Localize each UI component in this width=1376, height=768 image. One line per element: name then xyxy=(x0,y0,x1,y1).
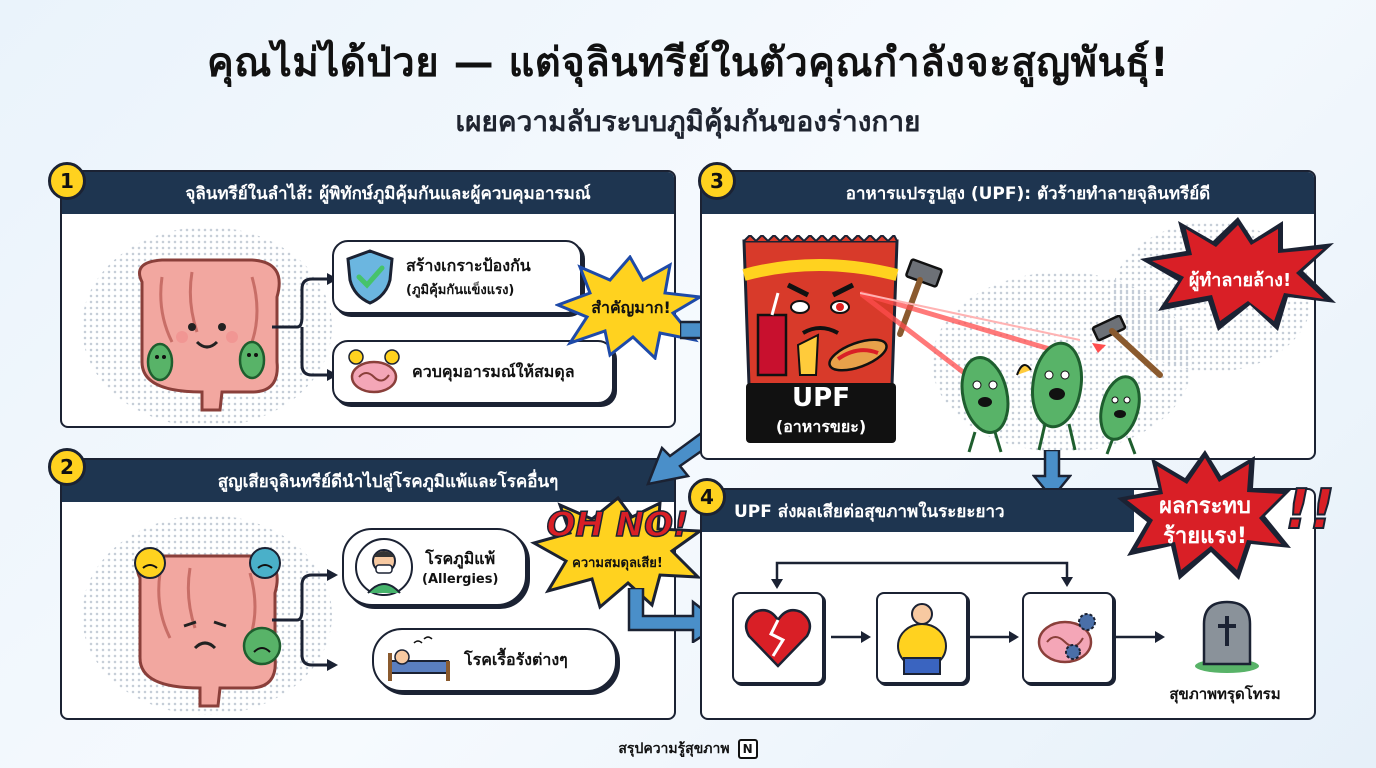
junk-food-bag-icon xyxy=(742,235,899,443)
footer-text: สรุปความรู้สุขภาพ xyxy=(618,741,730,757)
flow-loop-arrows xyxy=(771,561,1165,643)
benefit-2-title: ควบคุมอารมณ์ให้สมดุล xyxy=(412,361,575,381)
effect-heart-disease xyxy=(732,592,824,684)
sick-bed-icon xyxy=(388,636,450,681)
burst-destroyer xyxy=(1140,217,1336,331)
panel-2-number: 2 xyxy=(48,448,86,486)
burst-severe-line1: ผลกระทบ xyxy=(1159,494,1251,519)
panel-3-number: 3 xyxy=(698,162,736,200)
hammer-icon-2 xyxy=(1091,315,1163,378)
panel-2-title: สูญเสียจุลินทรีย์ดีนำไปสู่โรคภูมิแพ้และโ… xyxy=(217,471,559,492)
sneeze-person-icon xyxy=(355,538,413,596)
upf-bag-sub: (อาหารขยะ) xyxy=(775,417,867,436)
gravestone-icon xyxy=(1195,600,1259,673)
panel-4-header: UPF ส่งผลเสียต่อสุขภาพในระยะยาว xyxy=(702,490,1134,532)
broken-heart-icon xyxy=(744,609,812,668)
disease-1-title: โรคภูมิแพ้ xyxy=(425,549,496,568)
disease-allergies: โรคภูมิแพ้ (Allergies) xyxy=(342,528,527,606)
benefit-1-title: สร้างเกราะป้องกัน xyxy=(406,256,531,275)
effect-obesity xyxy=(876,592,968,684)
page-subtitle: เผยความลับระบบภูมิคุ้มกันของร่างกาย xyxy=(455,105,921,138)
burst-important xyxy=(555,255,705,360)
burst-oh-no-sub: ความสมดุลเสีย! xyxy=(572,556,663,571)
burst-destroyer-text: ผู้ทำลายล้าง! xyxy=(1188,270,1292,291)
exclamation-marks: !! xyxy=(1284,477,1335,542)
obesity-icon xyxy=(897,603,947,675)
shield-check-icon xyxy=(346,249,394,305)
sad-gut-icon xyxy=(134,547,282,708)
burst-oh-no xyxy=(530,495,705,610)
panel-1-header: จุลินทรีย์ในลำไส้: ผู้พิทักษ์ภูมิคุ้มกัน… xyxy=(62,172,674,214)
burst-severe-impact xyxy=(1117,450,1293,580)
brain-gears-icon xyxy=(1037,613,1096,664)
panel-1-number: 1 xyxy=(48,162,86,200)
benefit-immune-shield: สร้างเกราะป้องกัน (ภูมิคุ้มกันแข็งแรง) xyxy=(332,240,582,314)
panel-3-header: อาหารแปรรูปสูง (UPF): ตัวร้ายทำลายจุลินท… xyxy=(702,172,1314,214)
disease-chronic: โรคเรื้อรังต่างๆ xyxy=(372,628,617,692)
burst-oh-no-text: OH NO! xyxy=(546,504,690,546)
scared-microbes-icon xyxy=(960,341,1141,455)
page-title: คุณไม่ได้ป่วย — แต่จุลินทรีย์ในตัวคุณกำล… xyxy=(206,40,1170,86)
panel-4-title: UPF ส่งผลเสียต่อสุขภาพในระยะยาว xyxy=(734,501,1005,522)
panel-microbe-loss: สูญเสียจุลินทรีย์ดีนำไปสู่โรคภูมิแพ้และโ… xyxy=(60,458,676,720)
benefit-1-sub: (ภูมิคุ้มกันแข็งแรง) xyxy=(406,283,515,298)
arrow-panel3-to-4 xyxy=(1032,450,1072,500)
effect-brain-issues xyxy=(1022,592,1114,684)
panel-2-header: สูญเสียจุลินทรีย์ดีนำไปสู่โรคภูมิแพ้และโ… xyxy=(62,460,674,502)
burst-important-text: สำคัญมาก! xyxy=(591,298,671,317)
burst-severe-line2: ร้ายแรง! xyxy=(1163,524,1247,549)
happy-gut-icon xyxy=(138,258,281,412)
upf-bag-label: UPF xyxy=(792,383,850,413)
notion-logo-icon: N xyxy=(737,739,758,759)
disease-2-title: โรคเรื้อรังต่างๆ xyxy=(464,649,568,669)
brain-icon xyxy=(348,349,400,394)
panel-4-number: 4 xyxy=(688,478,726,516)
disease-1-sub: (Allergies) xyxy=(422,572,499,587)
panel-3-title: อาหารแปรรูปสูง (UPF): ตัวร้ายทำลายจุลินท… xyxy=(845,183,1211,204)
end-state-label: สุขภาพทรุดโทรม xyxy=(1169,685,1281,703)
benefit-emotion-balance: ควบคุมอารมณ์ให้สมดุล xyxy=(332,340,614,404)
footer: สรุปความรู้สุขภาพ N xyxy=(0,738,1376,760)
panel-1-title: จุลินทรีย์ในลำไส้: ผู้พิทักษ์ภูมิคุ้มกัน… xyxy=(185,183,591,204)
